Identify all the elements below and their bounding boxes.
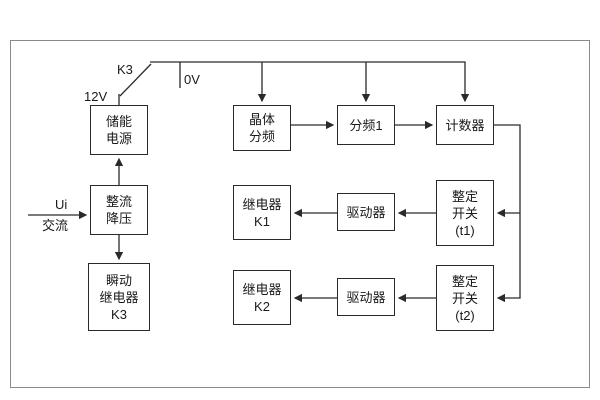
box-storage-power: 储能 电源 xyxy=(90,105,148,155)
box-driver-2: 驱动器 xyxy=(337,278,395,316)
input-ui-label: Ui xyxy=(55,197,68,212)
supply-12v-label: 12V xyxy=(84,89,108,104)
box-crystal-divider-text: 分频 xyxy=(248,129,275,144)
box-relay-k1: 继电器 K1 xyxy=(233,185,291,240)
box-rectifier-stepdown-text: 整流 xyxy=(105,194,132,209)
box-relay-k1-text: 继电器 xyxy=(242,196,282,212)
box-setting-switch-t2-text: (t2) xyxy=(455,307,475,323)
box-setting-switch-t2: 整定 开关 (t2) xyxy=(436,265,494,331)
box-instant-relay-k3-text: 瞬动 xyxy=(105,272,132,288)
box-counter: 计数器 xyxy=(436,105,494,145)
input-ac-label: 交流 xyxy=(42,218,69,233)
box-instant-relay-k3-text: K3 xyxy=(111,306,127,322)
box-relay-k2-text: 继电器 xyxy=(242,281,282,297)
box-divider-1-text: 分频1 xyxy=(349,117,383,133)
box-relay-k2-text: K2 xyxy=(254,298,270,314)
box-instant-relay-k3-text: 继电器 xyxy=(99,289,139,305)
box-setting-switch-t2-text: 开关 xyxy=(451,290,478,306)
box-instant-relay-k3: 瞬动 继电器 K3 xyxy=(88,263,150,331)
switch-k3-label: K3 xyxy=(117,62,133,77)
box-setting-switch-t2-text: 整定 xyxy=(451,273,478,289)
box-driver-1-text: 驱动器 xyxy=(346,204,386,220)
box-setting-switch-t1-text: 开关 xyxy=(451,205,478,221)
box-divider-1: 分频1 xyxy=(337,105,395,145)
box-driver-1: 驱动器 xyxy=(337,193,395,231)
supply-0v-label: 0V xyxy=(184,72,200,87)
box-setting-switch-t1: 整定 开关 (t1) xyxy=(436,180,494,246)
box-crystal-divider: 晶体 分频 xyxy=(233,105,291,151)
box-rectifier-stepdown-text: 降压 xyxy=(105,211,132,226)
box-relay-k1-text: K1 xyxy=(254,213,270,229)
box-setting-switch-t1-text: (t1) xyxy=(455,222,475,238)
box-counter-text: 计数器 xyxy=(445,117,485,133)
box-storage-power-text: 储能 xyxy=(105,114,132,129)
box-relay-k2: 继电器 K2 xyxy=(233,270,291,325)
box-storage-power-text: 电源 xyxy=(105,131,132,146)
box-driver-2-text: 驱动器 xyxy=(346,289,386,305)
box-rectifier-stepdown: 整流 降压 xyxy=(90,185,148,235)
box-setting-switch-t1-text: 整定 xyxy=(451,188,478,204)
box-crystal-divider-text: 晶体 xyxy=(248,112,275,127)
